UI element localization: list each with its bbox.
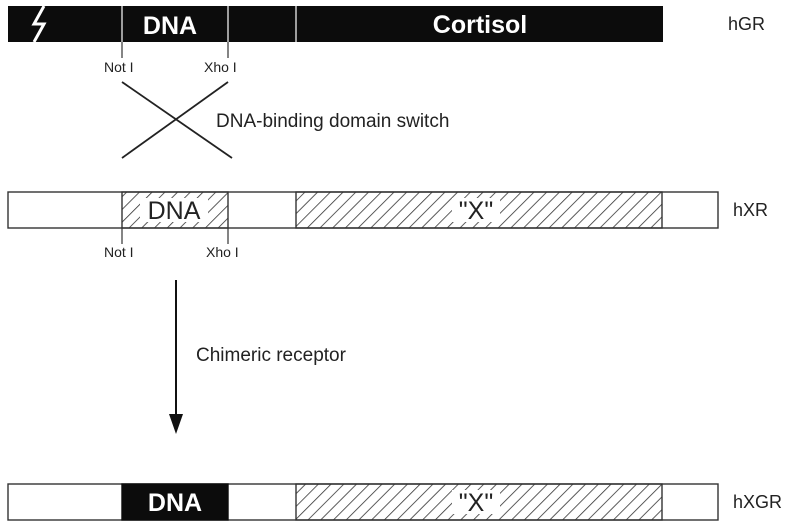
domain-switch-label: DNA-binding domain switch [216,111,449,132]
hxr-dna-domain-label: DNA [148,197,201,225]
hxr-name: hXR [733,200,768,220]
hgr-bar-body [8,6,663,42]
hxr-bar: DNA "X" [7,191,719,229]
hxgr-dna-domain-box [121,483,229,521]
break-mark-icon [31,5,47,43]
hxgr-dna-domain-label: DNA [148,489,202,517]
top-not-site-label: Not I [104,59,134,75]
hxgr-bar: DNA "X" [7,483,719,521]
hgr-dna-domain-label: DNA [143,12,197,40]
mid-not-site-label: Not I [104,244,134,260]
hxr-dna-label-bg [140,198,208,222]
hgr-ligand-domain-label: Cortisol [433,11,527,39]
mid-xho-site-label: Xho I [206,244,239,260]
domain-switch-cross [121,81,233,159]
hxr-x-label-bg [452,198,500,222]
hgr-bar: DNA Cortisol [8,5,663,43]
chimeric-receptor-label: Chimeric receptor [196,345,347,366]
hxr-ligand-domain-label: "X" [459,197,493,225]
hxgr-x-label-bg [452,490,500,514]
hxgr-ligand-domain-label: "X" [459,489,493,517]
hgr-name: hGR [728,14,765,34]
hxgr-name: hXGR [733,492,782,512]
top-xho-site-label: Xho I [204,59,237,75]
down-arrow-icon [169,280,183,434]
